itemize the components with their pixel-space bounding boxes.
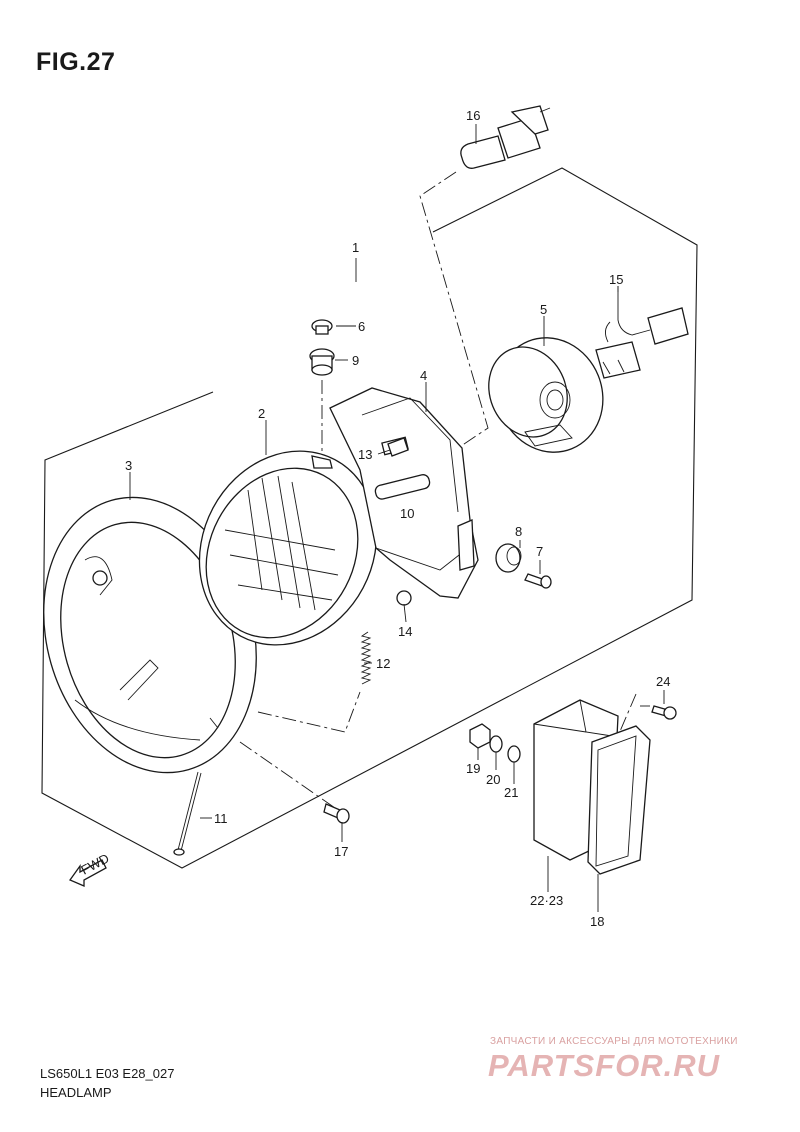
adjusting-spring-12 xyxy=(360,631,372,685)
callout-numbers: 1 2 3 4 5 6 7 8 9 10 11 12 13 14 15 16 1… xyxy=(125,108,670,929)
connection-line-screw-17 xyxy=(239,741,336,809)
grommet-8 xyxy=(495,543,522,573)
clip-13 xyxy=(387,437,409,457)
callout-18: 18 xyxy=(590,914,604,929)
callout-9: 9 xyxy=(352,353,359,368)
screw-6 xyxy=(311,319,333,335)
assembly-frame xyxy=(41,167,698,869)
mounting-bracket xyxy=(329,387,479,606)
screw-17 xyxy=(323,803,350,824)
screw-7 xyxy=(524,573,552,589)
figure-title: FIG.27 xyxy=(36,48,116,76)
callout-14: 14 xyxy=(398,624,412,639)
adjusting-screw-11 xyxy=(173,771,202,856)
callout-19: 19 xyxy=(466,761,480,776)
callout-7: 7 xyxy=(536,544,543,559)
callout-2: 2 xyxy=(258,406,265,421)
callout-4: 4 xyxy=(420,368,427,383)
callout-15: 15 xyxy=(609,272,623,287)
callout-5: 5 xyxy=(540,302,547,317)
callout-10: 10 xyxy=(400,506,414,521)
reflector-lens xyxy=(587,725,651,875)
nut-19 xyxy=(469,723,491,749)
callout-11: 11 xyxy=(214,811,228,826)
assembly-name: HEADLAMP xyxy=(40,1085,112,1100)
grommet-9 xyxy=(309,348,335,376)
callout-24: 24 xyxy=(656,674,670,689)
headlamp-lens-unit xyxy=(198,450,378,646)
callout-21: 21 xyxy=(504,785,518,800)
callout-16: 16 xyxy=(466,108,480,123)
watermark-logo: PARTSFOR.RU xyxy=(488,1048,721,1083)
callout-3: 3 xyxy=(125,458,132,473)
screw-24 xyxy=(651,705,677,720)
connection-line-bulb xyxy=(419,171,489,453)
callout-13: 13 xyxy=(358,447,372,462)
callout-12: 12 xyxy=(376,656,390,671)
model-code: LS650L1 E03 E28_027 xyxy=(40,1066,175,1081)
forward-direction-arrow: FWD xyxy=(69,851,112,887)
callout-17: 17 xyxy=(334,844,348,859)
wiring-harness-connector xyxy=(595,286,689,379)
connection-line-ring xyxy=(257,691,361,733)
washer-20 xyxy=(489,735,503,753)
watermark-tagline: ЗАПЧАСТИ И АКСЕССУАРЫ ДЛЯ МОТОТЕХНИКИ xyxy=(490,1036,738,1047)
washer-21 xyxy=(507,745,521,763)
callout-20: 20 xyxy=(486,772,500,787)
callout-8: 8 xyxy=(515,524,522,539)
callout-22-23: 22·23 xyxy=(530,893,563,908)
callout-6: 6 xyxy=(358,319,365,334)
connection-line-18 xyxy=(617,693,637,737)
callout-leaders xyxy=(129,124,665,912)
callout-1: 1 xyxy=(352,240,359,255)
headlamp-housing-cup xyxy=(488,337,604,453)
headlamp-bulb xyxy=(460,105,551,169)
